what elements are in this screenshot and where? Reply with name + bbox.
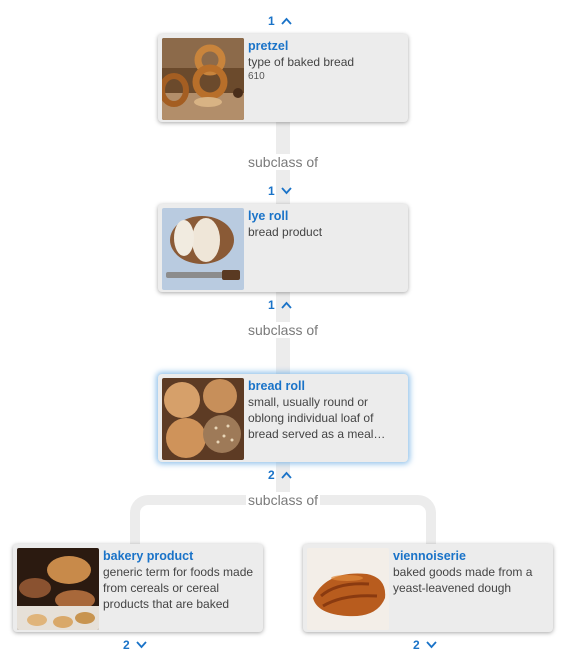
parent-count: 2: [413, 638, 420, 652]
lye-roll-photo: [162, 208, 244, 290]
node-title[interactable]: bread roll: [248, 379, 305, 393]
bakery-product-expand-parents[interactable]: 2: [123, 638, 147, 652]
chevron-down-icon: [281, 187, 292, 195]
node-card-pretzel[interactable]: pretzel type of baked bread 610: [158, 34, 408, 122]
lye-roll-expand-parents[interactable]: 1: [268, 184, 292, 198]
pretzel-expand-children[interactable]: 1: [268, 14, 292, 28]
child-count: 1: [268, 14, 275, 28]
viennoiserie-expand-parents[interactable]: 2: [413, 638, 437, 652]
lye-roll-expand-children[interactable]: 1: [268, 298, 292, 312]
node-title[interactable]: pretzel: [248, 39, 289, 53]
node-description: small, usually round or oblong individua…: [248, 395, 386, 441]
relation-label-subclass-of: subclass of: [246, 322, 321, 338]
chevron-down-icon: [426, 641, 437, 649]
viennoiserie-photo: [307, 548, 389, 630]
chevron-up-icon: [281, 301, 292, 309]
child-count: 2: [268, 468, 275, 482]
node-title[interactable]: lye roll: [248, 209, 289, 223]
relation-label-subclass-of: subclass of: [246, 492, 321, 508]
node-description: type of baked bread: [248, 55, 355, 69]
relation-label-subclass-of: subclass of: [246, 154, 321, 170]
node-extra: 610: [248, 71, 265, 82]
node-title[interactable]: bakery product: [103, 549, 194, 563]
node-description: bread product: [248, 225, 323, 239]
bakery-product-photo: [17, 548, 99, 630]
child-count: 1: [268, 298, 275, 312]
connector-bread-roll-branch-stem: [276, 460, 290, 500]
chevron-down-icon: [136, 641, 147, 649]
node-description: baked goods made from a yeast-leavened d…: [393, 565, 533, 595]
bread-roll-photo: [162, 378, 244, 460]
chevron-up-icon: [281, 17, 292, 25]
node-card-lye-roll[interactable]: lye roll bread product: [158, 204, 408, 292]
bread-roll-expand-children[interactable]: 2: [268, 468, 292, 482]
parent-count: 1: [268, 184, 275, 198]
node-card-bread-roll[interactable]: bread roll small, usually round or oblon…: [158, 374, 408, 462]
parent-count: 2: [123, 638, 130, 652]
node-title[interactable]: viennoiserie: [393, 549, 466, 563]
chevron-up-icon: [281, 471, 292, 479]
node-card-bakery-product[interactable]: bakery product generic term for foods ma…: [13, 544, 263, 632]
pretzel-photo: [162, 38, 244, 120]
node-card-viennoiserie[interactable]: viennoiserie baked goods made from a yea…: [303, 544, 553, 632]
node-description: generic term for foods made from cereals…: [103, 565, 254, 611]
